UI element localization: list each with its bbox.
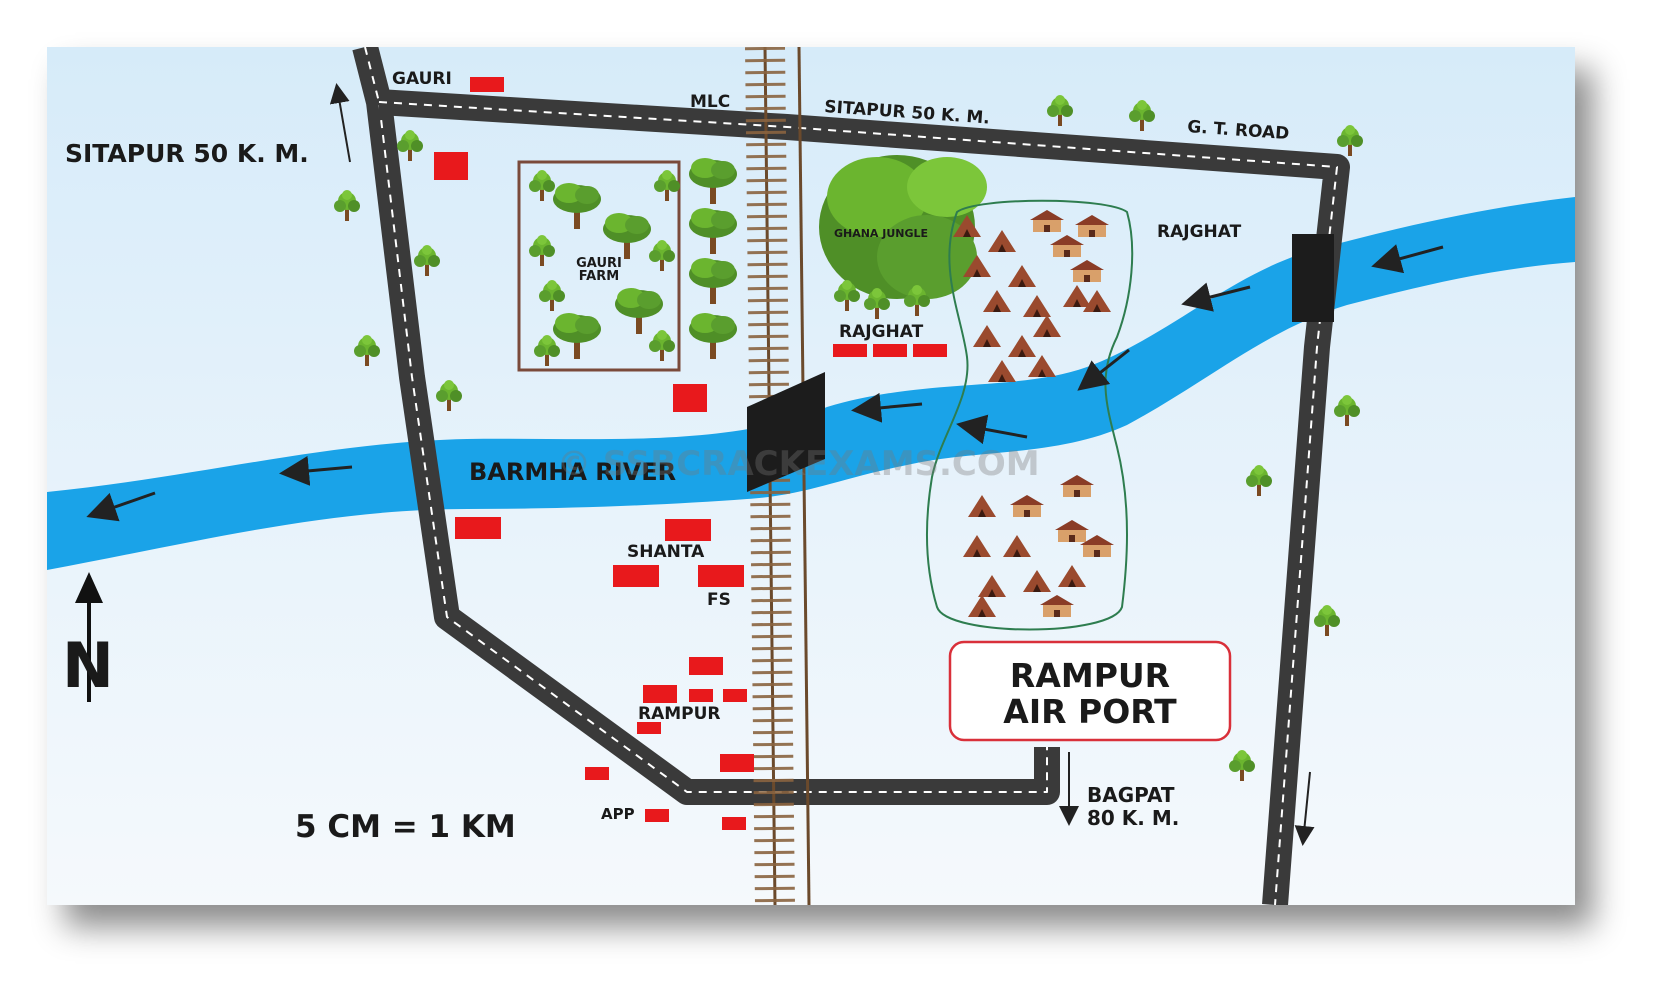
north-label: N — [62, 629, 114, 702]
village-boundary — [926, 199, 1134, 631]
gauri-label: GAURI — [392, 69, 452, 89]
buildings — [434, 77, 947, 830]
fs-label: FS — [707, 590, 731, 610]
shanta-label: SHANTA — [627, 542, 705, 562]
gauri-farm-label-2: FARM — [579, 269, 619, 284]
flow-arrow-icon — [86, 244, 1444, 522]
bagpat-label-2: 80 K. M. — [1087, 806, 1179, 830]
rampur-label: RAMPUR — [638, 704, 721, 724]
map-card: N GAURI MLC SITAPUR 50 K. M. G. T. ROAD … — [47, 47, 1575, 905]
mlc-label: MLC — [690, 92, 730, 112]
bagpat-label-1: BAGPAT — [1087, 783, 1175, 807]
ghana-jungle — [819, 155, 987, 319]
road-network — [352, 47, 1350, 905]
rajghat-center-label: RAJGHAT — [839, 322, 924, 342]
airport-label-1: RAMPUR — [1010, 656, 1170, 695]
ghana-jungle-label: GHANA JUNGLE — [834, 227, 928, 240]
gt-road-label: G. T. ROAD — [1187, 117, 1290, 144]
direction-arrows — [329, 83, 1315, 846]
rail-bridge-icon — [747, 372, 825, 492]
road-bridge-icon — [1292, 234, 1334, 322]
watermark: © SSBCRACKEXAMS.COM — [557, 444, 1040, 484]
barmha-river-label: BARMHA RIVER — [469, 458, 676, 486]
airport-box — [948, 640, 1232, 742]
north-arrow-icon: N — [62, 572, 114, 702]
gauri-farm-boundary — [517, 160, 681, 372]
sitapur-left-label: SITAPUR 50 K. M. — [65, 139, 309, 168]
airport-label-2: AIR PORT — [1003, 692, 1177, 731]
app-label: APP — [601, 805, 635, 823]
map-canvas: N GAURI MLC SITAPUR 50 K. M. G. T. ROAD … — [47, 47, 1575, 905]
gauri-farm-label-1: GAURI — [576, 256, 622, 271]
scale-label: 5 CM = 1 KM — [295, 809, 516, 845]
rajghat-east-label: RAJGHAT — [1157, 222, 1242, 242]
east-of-farm-trees — [689, 158, 737, 359]
